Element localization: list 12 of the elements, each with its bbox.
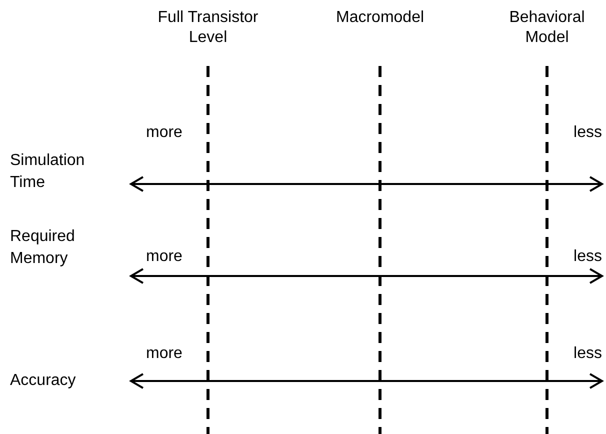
row-label: Required Memory [10, 227, 76, 269]
scale-end-label: less [574, 247, 602, 267]
scale-end-label: more [146, 123, 182, 143]
column-heading: Full Transistor Level [156, 8, 260, 48]
scale-end-label: less [574, 344, 602, 364]
scale-end-label: less [574, 123, 602, 143]
scale-end-label: more [146, 344, 182, 364]
scale-end-label: more [146, 247, 182, 267]
row-label: Simulation Time [10, 151, 86, 193]
column-heading: Macromodel [334, 8, 426, 28]
column-heading: Behavioral Model [508, 8, 586, 48]
row-label: Accuracy [10, 371, 77, 391]
